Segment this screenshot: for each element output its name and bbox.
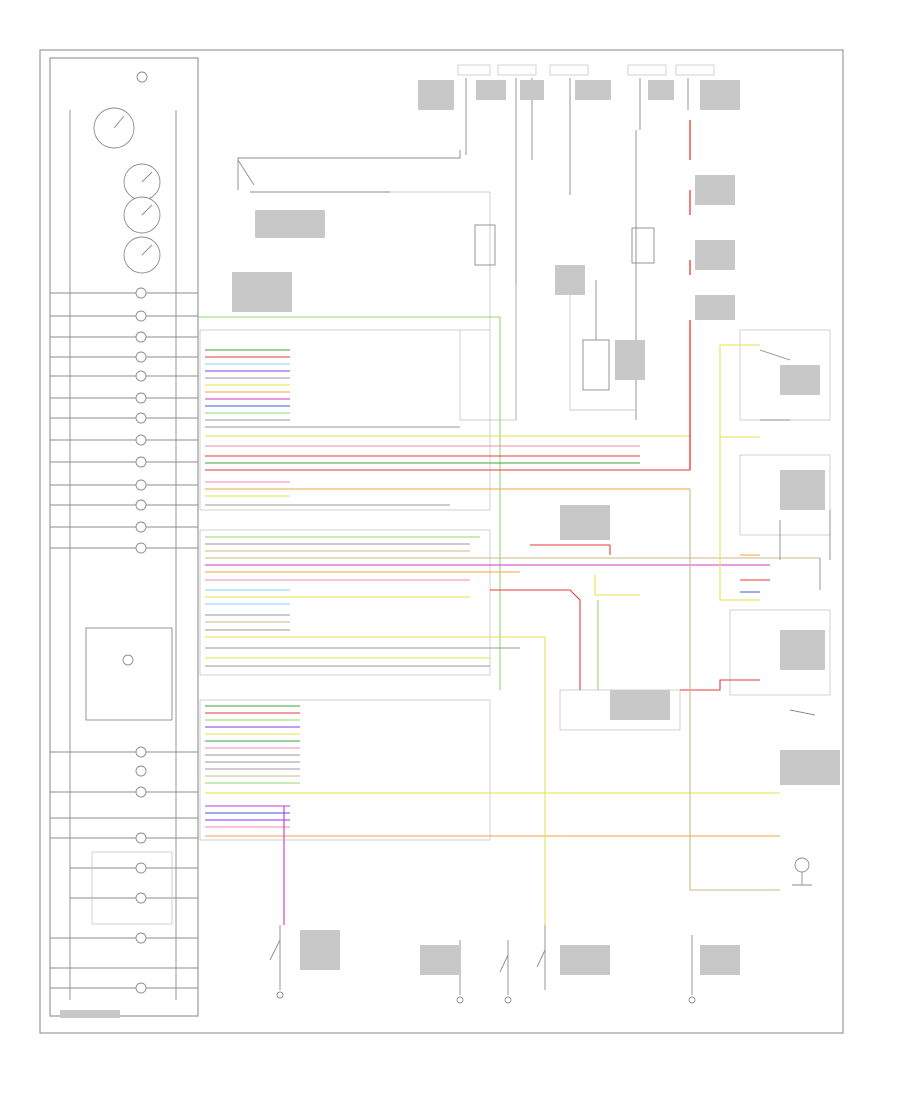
indicator-lamp-icon xyxy=(135,479,147,491)
ground-icon xyxy=(276,991,284,999)
module-box xyxy=(729,609,831,696)
right-colored-wires xyxy=(490,344,780,925)
indicator-lamp-icon xyxy=(122,654,134,666)
ground-icon xyxy=(456,996,464,1004)
warning-lamp-icon xyxy=(135,892,147,904)
top-fuse-connectors xyxy=(457,64,715,76)
warning-lamp-icon xyxy=(135,862,147,874)
indicator-lamp-icon xyxy=(135,351,147,363)
module-box xyxy=(739,454,831,536)
warning-lamp-icon xyxy=(135,786,147,798)
odometer-icon xyxy=(136,71,148,83)
warning-lamps-lower xyxy=(135,746,147,994)
fuel-sender xyxy=(792,857,812,886)
indicator-lamp-icon xyxy=(135,542,147,554)
indicator-lamp-icon xyxy=(135,331,147,343)
warning-lamp-icon xyxy=(135,832,147,844)
fuel-sender-icon xyxy=(794,857,810,873)
warning-lamp-icon xyxy=(135,765,147,777)
relay-icon xyxy=(582,339,610,391)
ground-icon xyxy=(504,996,512,1004)
cluster-wires-lower xyxy=(205,705,780,925)
instrument-cluster xyxy=(49,57,199,1017)
indicator-lamp-icon xyxy=(135,370,147,382)
indicator-lamp-icon xyxy=(135,434,147,446)
relay-icon xyxy=(474,224,496,266)
ground-icon xyxy=(688,996,696,1004)
indicator-lamp-icon xyxy=(135,521,147,533)
indicator-lamp-icon xyxy=(135,412,147,424)
headlamp-switch xyxy=(237,150,491,330)
indicator-lamp-icon xyxy=(135,499,147,511)
diagram-border xyxy=(39,49,844,1034)
instrument-cluster-box xyxy=(49,57,199,1017)
cluster-module-box xyxy=(85,627,173,721)
right-side-modules xyxy=(559,329,831,731)
indicator-lamp-icon xyxy=(135,392,147,404)
cluster-wires-middle xyxy=(205,536,820,667)
connector-block-middle xyxy=(199,529,491,676)
indicator-lamp-icon xyxy=(135,310,147,322)
cluster-lower-module-box xyxy=(91,851,173,925)
indicator-lamp-icon xyxy=(135,456,147,468)
top-vertical-wires xyxy=(465,78,689,420)
indicator-lamp-icon xyxy=(135,287,147,299)
relay-icon xyxy=(631,227,655,264)
warning-lamp-icon xyxy=(135,982,147,994)
label-blocks xyxy=(60,80,840,1018)
indicator-lamps xyxy=(135,287,147,554)
warning-lamp-icon xyxy=(135,746,147,758)
connector-block-lower xyxy=(199,699,491,841)
warning-lamp-icon xyxy=(135,932,147,944)
